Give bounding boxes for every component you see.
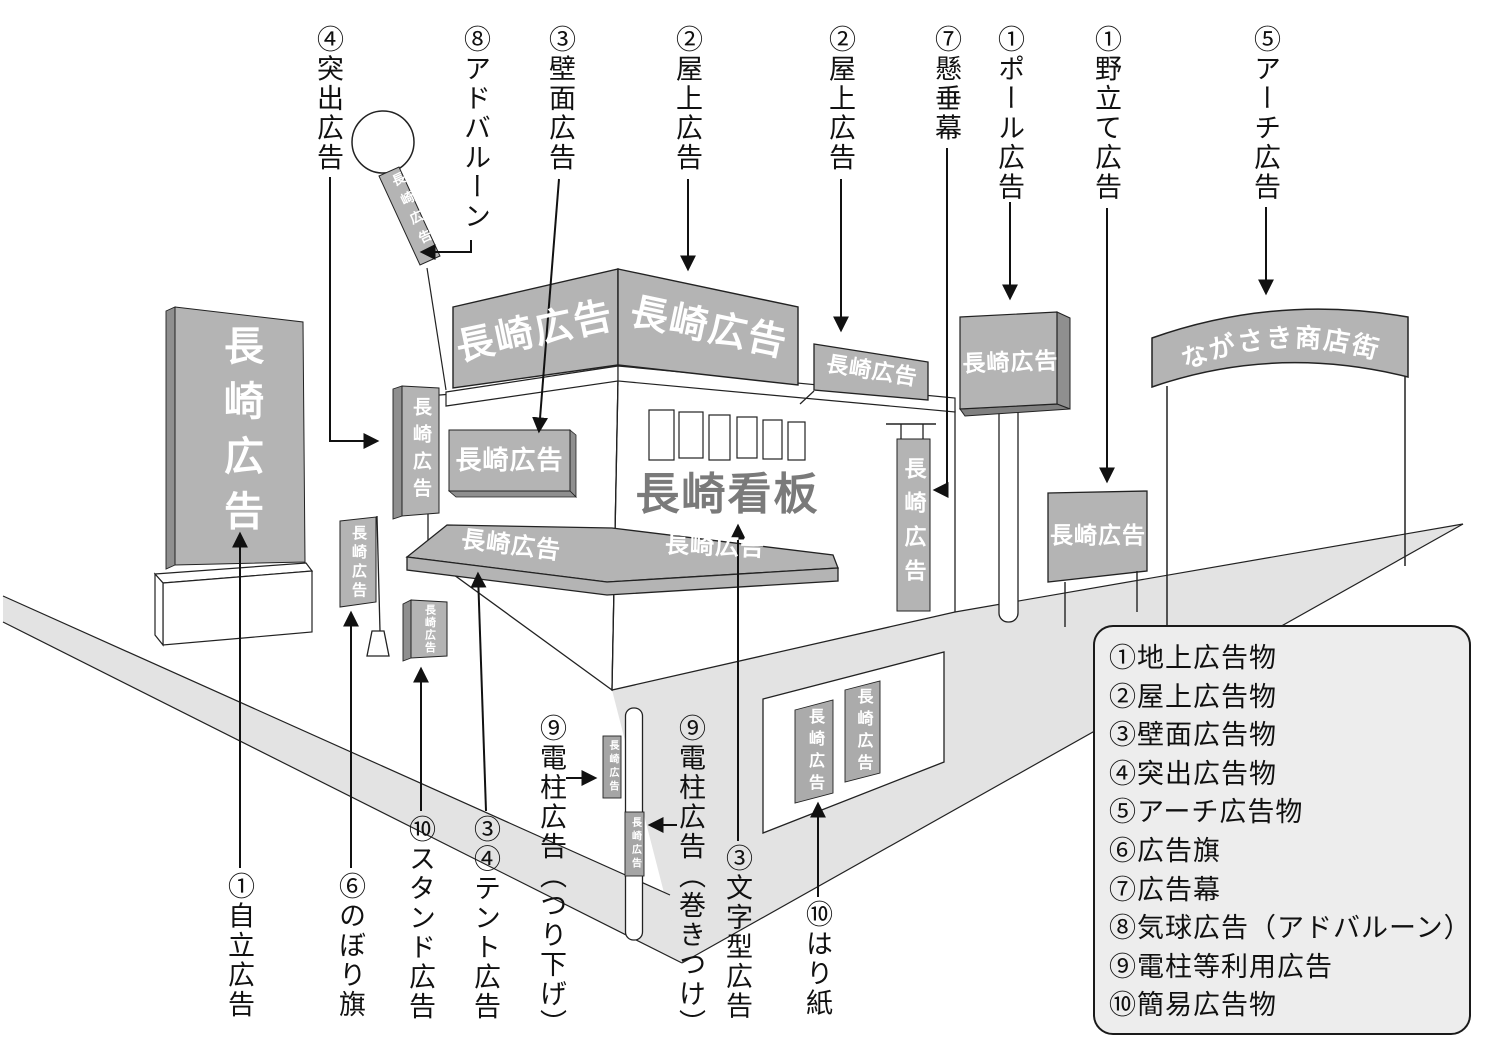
pole-hanging-ad — [602, 735, 622, 799]
standing-sign-panel — [174, 306, 306, 566]
pole-wrapped-ad-text: 長崎広告 — [629, 817, 641, 871]
road-edge — [2, 595, 671, 896]
callout-hekimen-label: ③壁面広告 — [545, 25, 575, 173]
awning-front-text: 長崎広告 — [664, 531, 766, 562]
leader-tent — [470, 571, 487, 812]
callout-tent-label: ③④テント広告 — [470, 815, 500, 1022]
legend-item-9: ⑨電柱等利用広告 — [1109, 951, 1333, 982]
poster-right — [844, 680, 881, 783]
road-left — [3, 596, 682, 963]
balloon-tether — [426, 267, 447, 391]
callout-pole-label: ①ポール広告 — [994, 25, 1024, 202]
callout-stand-label: ⑩スタンド広告 — [405, 815, 435, 1022]
poster-left — [794, 699, 834, 804]
standing-sign-base-side — [154, 572, 164, 647]
callout-denchu-maki-label: ⑨電柱広告（巻きつけ） — [675, 714, 705, 1039]
road-edge — [2, 621, 683, 964]
field-sign-text: 長崎広告 — [1050, 521, 1146, 548]
poster-right-text: 長崎広告 — [854, 687, 872, 776]
road-edge — [681, 523, 1464, 964]
pole-sign-pole — [998, 403, 1019, 623]
callout-adballoon-label: ⑧アドバルーン — [460, 25, 490, 232]
nobori-flag-text: 長崎広告 — [350, 525, 367, 601]
pole-wrapped-ad — [624, 811, 645, 877]
wall-sign-text: 長崎広告 — [455, 445, 564, 475]
legend-item-2: ②屋上広告物 — [1109, 681, 1277, 712]
window — [678, 411, 704, 459]
leader-tosshutsu — [329, 177, 380, 449]
callout-mojigata-label: ③文字型広告 — [722, 844, 752, 1021]
pole-hanging-ad-text: 長崎広告 — [607, 740, 618, 794]
callout-tosshutsu-label: ④突出広告 — [313, 25, 343, 173]
leader-hekimen — [532, 178, 560, 434]
hanging-banner-text: 長崎広告 — [901, 457, 927, 593]
poster-left-text: 長崎広告 — [806, 707, 823, 796]
flag-pole — [376, 515, 381, 632]
wall-sign-edge-right — [569, 429, 577, 498]
callout-nobori-label: ⑥のぼり旗 — [335, 872, 365, 1020]
standing-sign-text: 長崎広告 — [218, 325, 262, 545]
legend-box: ①地上広告物 ②屋上広告物 ③壁面広告物 ④突出広告物 ⑤アーチ広告物 ⑥広告旗… — [1093, 625, 1471, 1035]
road-edge — [954, 523, 1464, 613]
callout-nodate-label: ①野立て広告 — [1091, 25, 1121, 202]
window — [648, 409, 675, 461]
wall-sign-panel — [448, 429, 571, 492]
pole-sign-box — [959, 311, 1058, 410]
arch-sign — [1151, 308, 1409, 389]
standing-sign-edge — [165, 306, 176, 570]
stand-sign-edge — [402, 599, 412, 662]
rooftop-sign-small — [813, 343, 929, 401]
callout-okujo-1-label: ②屋上広告 — [672, 25, 702, 173]
leader-lines — [232, 148, 1274, 897]
awning-skirt — [406, 556, 839, 596]
legend-item-5: ⑤アーチ広告物 — [1109, 797, 1304, 828]
projecting-sign-text: 長崎広告 — [410, 397, 431, 505]
callout-okujo-2-label: ②屋上広告 — [825, 25, 855, 173]
stand-sign-text: 長崎広告 — [423, 603, 436, 654]
balloon-banner — [378, 166, 441, 266]
legend-item-1: ①地上広告物 — [1109, 643, 1277, 673]
window — [787, 421, 806, 461]
leader-adballoon — [419, 240, 472, 260]
projecting-sign-edge — [392, 385, 403, 520]
legend-item-4: ④突出広告物 — [1109, 758, 1277, 789]
standing-sign-base-front — [162, 570, 313, 646]
window — [762, 419, 783, 460]
wall-sign-edge-bottom — [447, 490, 577, 498]
rooftop-sign-small-support — [799, 390, 815, 405]
callout-kensuimaku-label: ⑦懸垂幕 — [931, 25, 961, 143]
stand-sign-panel — [410, 599, 448, 659]
legend-item-6: ⑥広告旗 — [1109, 835, 1221, 866]
legend-item-7: ⑦広告幕 — [1109, 874, 1221, 905]
hanging-banner — [896, 438, 931, 612]
leader-kensuimaku — [932, 148, 949, 498]
nobori-flag — [339, 516, 377, 608]
flag-weight — [366, 630, 390, 657]
field-sign-panel — [1047, 490, 1148, 583]
callout-jiritsu-label: ①自立広告 — [224, 872, 254, 1020]
rooftop-sign-right — [617, 268, 799, 386]
legend-item-3: ③壁面広告物 — [1109, 720, 1277, 751]
callout-arch-label: ⑤アーチ広告 — [1250, 25, 1280, 202]
projecting-sign-panel — [401, 385, 440, 517]
legend-item-8: ⑧気球広告（アドバルーン） — [1109, 913, 1472, 944]
callout-harigami-label: ⑩はり紙 — [802, 900, 832, 1018]
window — [736, 416, 758, 459]
window — [708, 414, 731, 461]
legend-item-10: ⑩簡易広告物 — [1109, 990, 1277, 1021]
pole-sign-text: 長崎広告 — [962, 346, 1059, 377]
callout-denchu-tsuri-label: ⑨電柱広告（つり下げ） — [536, 714, 566, 1039]
balloon — [351, 110, 415, 174]
building-wall-title: 長崎看板 — [635, 470, 820, 519]
